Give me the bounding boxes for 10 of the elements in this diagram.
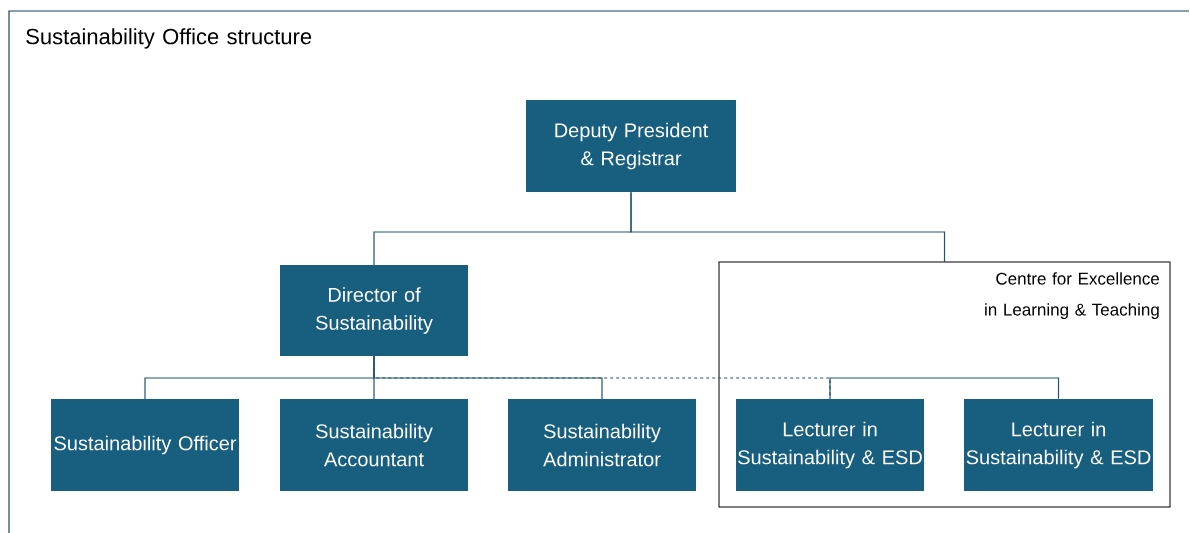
title: Sustainability Office structure xyxy=(26,28,312,49)
role-box: Sustainability Officer xyxy=(51,399,239,491)
connector-line xyxy=(630,191,946,263)
role-box: Director of Sustainability xyxy=(280,265,468,356)
role-box: Lecturer in Sustainability & ESD xyxy=(736,399,924,491)
connector-line xyxy=(829,377,1060,400)
role-box: Sustainability Accountant xyxy=(280,399,468,491)
role-box: Sustainability Administrator xyxy=(508,399,696,491)
role-box: Deputy President & Registrar xyxy=(526,100,736,192)
role-box: Lecturer in Sustainability & ESD xyxy=(964,399,1153,491)
